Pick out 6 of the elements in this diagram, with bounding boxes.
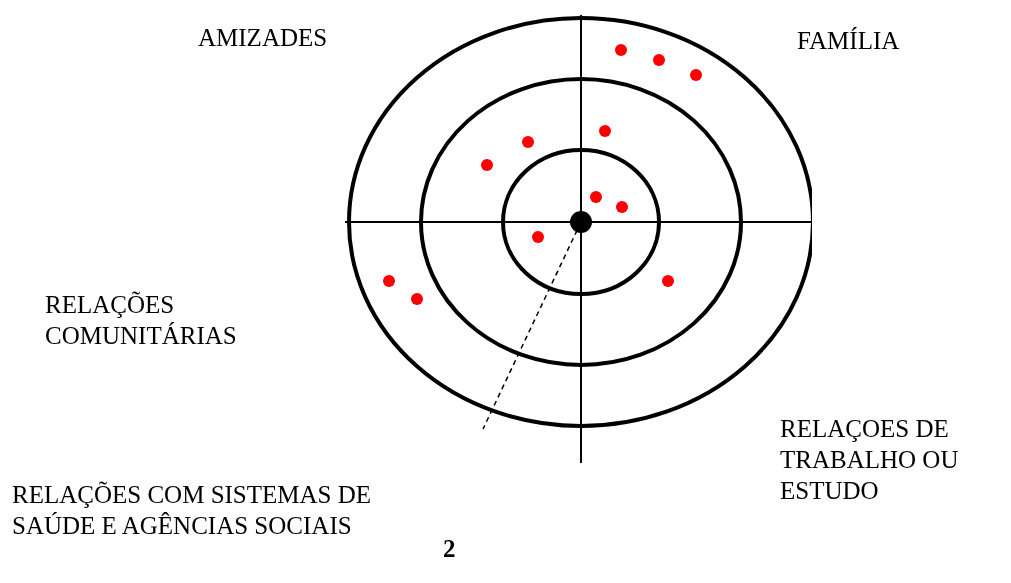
sector-label: RELAÇÕES COMUNITÁRIAS [45, 290, 238, 351]
sector-label: RELAÇOES DE TRABALHO OU ESTUDO [780, 414, 960, 506]
sector-label: FAMÍLIA [797, 26, 901, 56]
page-number: 2 [443, 534, 457, 564]
sector-label: AMIZADES [198, 23, 329, 53]
sector-label: RELAÇÕES COM SISTEMAS DE SAÚDE E AGÊNCIAS SOCIAIS [12, 480, 373, 541]
